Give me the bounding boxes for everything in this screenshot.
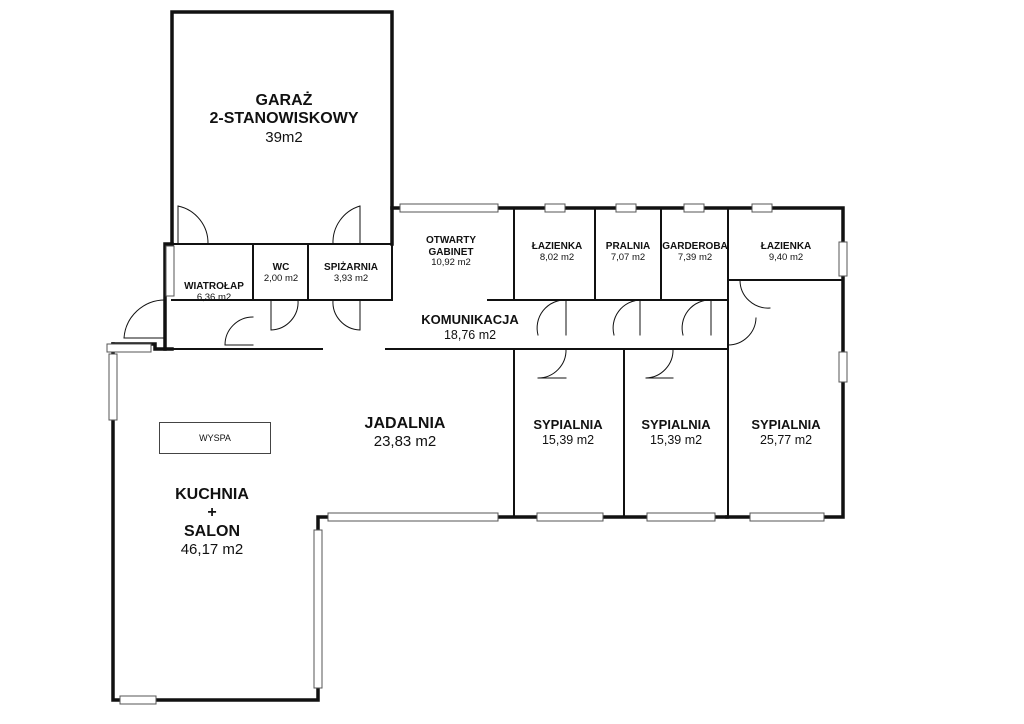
room-area: 15,39 m2 [541, 432, 595, 447]
room-name: WIATROŁAP [184, 281, 244, 292]
door-swing [645, 348, 674, 379]
room-area: 8,02 m2 [539, 251, 575, 263]
room-label-kitchen: KUCHNIA + SALON 46,17 m2 [175, 486, 249, 558]
window [399, 203, 499, 213]
exterior-wall-left [163, 242, 174, 351]
room-name: OTWARTY [426, 235, 476, 246]
room-name: ŁAZIENKA [760, 241, 812, 252]
room-name: PRALNIA [605, 241, 651, 252]
room-label-bathroom-1: ŁAZIENKA 8,02 m2 [532, 241, 583, 263]
window [536, 512, 604, 522]
window [683, 203, 705, 213]
room-name: SALON [184, 522, 240, 540]
window [646, 512, 716, 522]
room-area: 23,83 m2 [373, 433, 437, 451]
room-label-vestibule: WIATROŁAP 6,36 m2 [184, 281, 244, 303]
door-swing [727, 317, 757, 346]
room-name: SPIŻARNIA [324, 262, 378, 273]
room-label-wc: WC 2,00 m2 [264, 262, 298, 284]
window [751, 203, 773, 213]
room-area: 25,77 m2 [759, 432, 813, 447]
window [838, 351, 848, 383]
room-label-bedroom-3: SYPIALNIA 25,77 m2 [751, 417, 821, 447]
room-area: 46,17 m2 [180, 541, 244, 559]
room-area: 6,36 m2 [196, 291, 232, 303]
kitchen-island: WYSPA [159, 422, 271, 454]
room-label-pantry: SPIŻARNIA 3,93 m2 [324, 262, 378, 284]
window [749, 512, 825, 522]
door-swing [177, 205, 209, 245]
window [615, 203, 637, 213]
room-label-wardrobe: GARDEROBA 7,39 m2 [662, 241, 728, 263]
door-swing [681, 299, 712, 336]
room-label-bathroom-2: ŁAZIENKA 9,40 m2 [761, 241, 812, 263]
room-name: SYPIALNIA [751, 417, 821, 432]
room-label-bedroom-2: SYPIALNIA 15,39 m2 [641, 417, 711, 447]
room-label-dining: JADALNIA 23,83 m2 [365, 415, 446, 451]
room-area: 7,39 m2 [677, 251, 713, 263]
room-name: JADALNIA [364, 415, 446, 432]
room-label-laundry: PRALNIA 7,07 m2 [606, 241, 650, 263]
door-swing [332, 299, 361, 331]
room-area: 9,40 m2 [768, 251, 804, 263]
room-area: 2,00 m2 [263, 272, 299, 284]
room-area: 15,39 m2 [649, 432, 703, 447]
window [327, 512, 499, 522]
room-name: + [207, 504, 217, 522]
window [119, 695, 157, 705]
door-swing [612, 299, 641, 336]
room-label-bedroom-1: SYPIALNIA 15,39 m2 [533, 417, 603, 447]
window [165, 245, 175, 297]
window [313, 529, 323, 689]
room-name: GARDEROBA [662, 241, 728, 252]
room-name: 2-STANOWISKOWY [209, 110, 359, 128]
door-swing [224, 316, 254, 346]
room-name: KUCHNIA [175, 486, 249, 503]
room-name: WC [272, 262, 290, 273]
door-swing [739, 279, 771, 309]
door-swing [537, 348, 567, 379]
room-area: 39m2 [265, 128, 303, 146]
room-label-office: OTWARTY GABINET 10,92 m2 [426, 235, 476, 269]
room-name: GABINET [428, 246, 474, 258]
window [838, 241, 848, 277]
room-name: GARAŻ [255, 92, 313, 109]
room-name: KOMUNIKACJA [421, 312, 519, 327]
window [544, 203, 566, 213]
room-label-garage: GARAŻ 2-STANOWISKOWY 39m2 [209, 92, 358, 146]
room-area: 7,07 m2 [610, 251, 646, 263]
room-area: 10,92 m2 [431, 257, 471, 268]
room-name: SYPIALNIA [641, 417, 711, 432]
room-name: SYPIALNIA [533, 417, 603, 432]
room-label-hall: KOMUNIKACJA 18,76 m2 [421, 312, 519, 342]
garage-wall [170, 10, 394, 246]
door-swing [270, 299, 299, 331]
room-area: 18,76 m2 [443, 327, 497, 342]
room-name: ŁAZIENKA [531, 241, 583, 252]
door-swing [536, 299, 567, 336]
door-swing [332, 205, 361, 245]
window [106, 343, 152, 353]
window [108, 353, 118, 421]
door-swing [123, 299, 166, 339]
room-area: 3,93 m2 [333, 272, 369, 284]
